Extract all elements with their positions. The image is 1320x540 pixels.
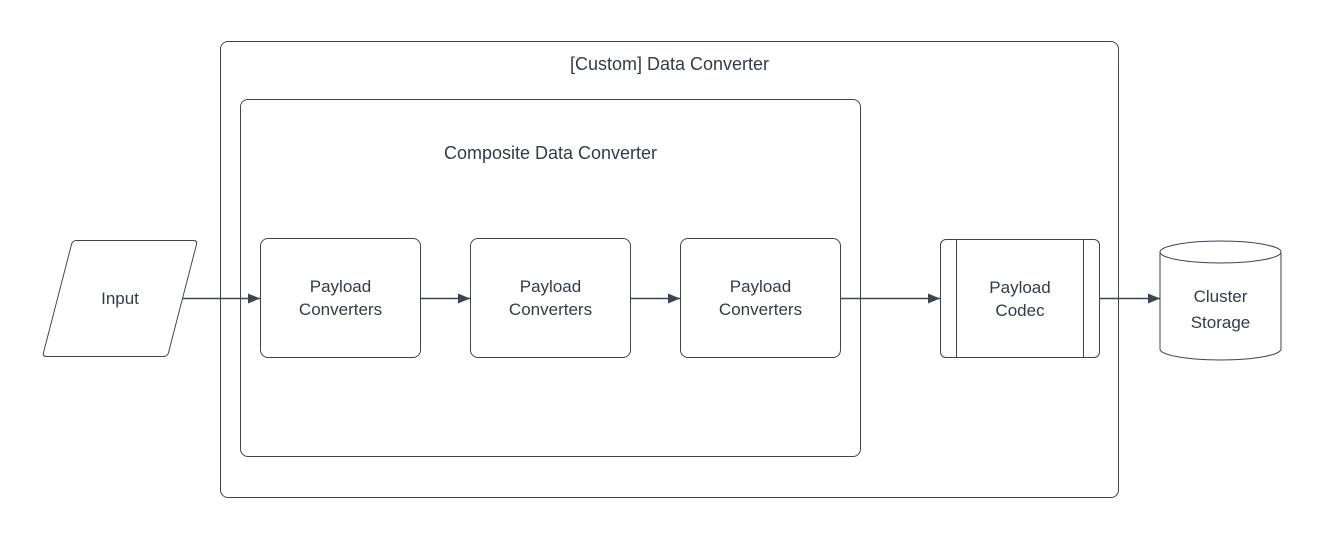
custom-data-converter-group: [Custom] Data Converter <box>220 41 1119 498</box>
payload-codec-label: Payload Codec <box>989 277 1051 320</box>
payload-converters-1-node: Payload Converters <box>260 238 421 358</box>
cylinder-body <box>1159 240 1282 361</box>
payload-converters-2-label: Payload Converters <box>508 277 593 319</box>
composite-data-converter-group: Composite Data Converter <box>240 99 861 457</box>
payload-converters-3-node: Payload Converters <box>680 238 841 358</box>
custom-data-converter-title: [Custom] Data Converter <box>569 54 770 74</box>
payload-codec-node: Payload Codec <box>940 239 1100 358</box>
cluster-storage-label: Cluster Storage <box>1190 286 1251 332</box>
input-node-label-wrap: Input <box>42 240 198 357</box>
cylinder-lid <box>1159 251 1282 264</box>
payload-converters-1-label: Payload Converters <box>298 277 383 319</box>
payload-converters-2-node: Payload Converters <box>470 238 631 358</box>
codec-left-bar <box>956 240 957 357</box>
payload-converters-3-label: Payload Converters <box>718 277 803 319</box>
input-node-label: Input <box>101 289 139 308</box>
cluster-storage-label-wrap: Cluster Storage <box>1160 258 1281 361</box>
composite-data-converter-title: Composite Data Converter <box>443 143 658 163</box>
codec-right-bar <box>1083 240 1084 357</box>
cluster-storage-node <box>1159 240 1282 361</box>
